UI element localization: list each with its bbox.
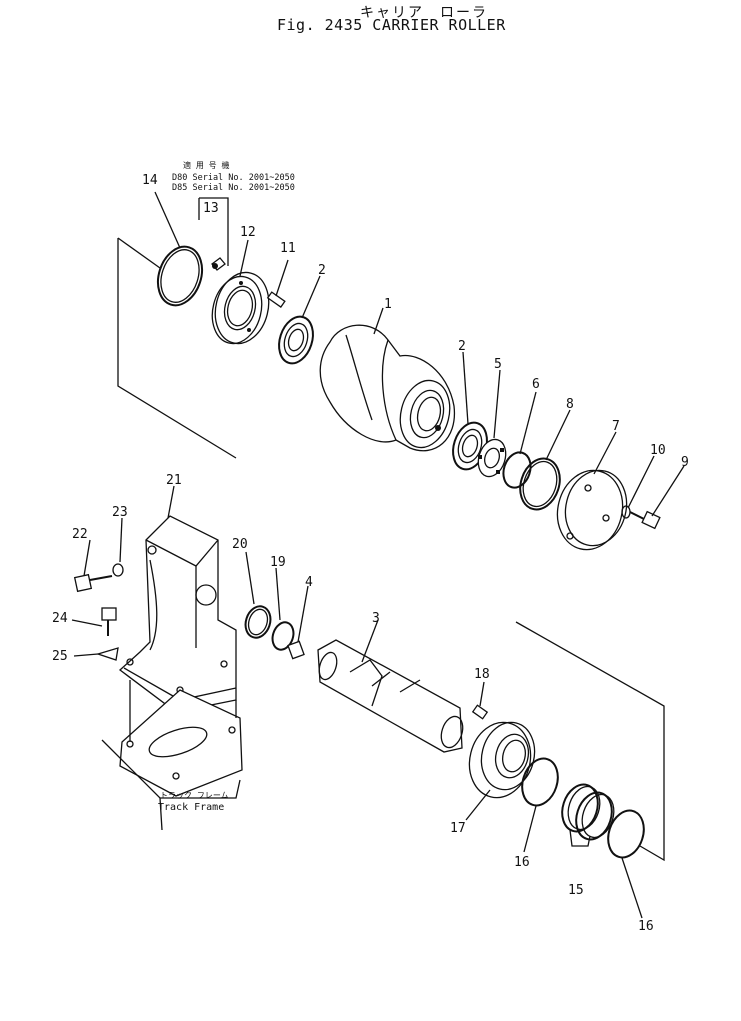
callout-18: 18 (474, 667, 490, 682)
callout-7: 7 (612, 419, 620, 434)
plug-4 (287, 640, 305, 660)
o-ring-6 (502, 451, 532, 489)
bolt-24 (101, 607, 117, 636)
callout-13: 13 (203, 201, 219, 216)
track-frame-label-japanese: トラック フレーム (160, 791, 229, 800)
callout-23: 23 (112, 505, 128, 520)
shaft-3 (317, 639, 464, 753)
callout-14: 14 (142, 173, 158, 188)
callout-10: 10 (650, 443, 666, 458)
end-cover-7 (556, 469, 628, 551)
serial-note-line-d80: D80 Serial No. 2001~2050 (172, 173, 295, 183)
callout-19: 19 (270, 555, 286, 570)
o-ring-19 (271, 621, 295, 651)
track-frame-label: Track Frame (158, 802, 224, 813)
floating-seal-15 (561, 783, 615, 841)
callout-25: 25 (52, 649, 68, 664)
o-ring-16-right (607, 809, 645, 859)
top-group-bracket-top (117, 237, 161, 269)
callout-22: 22 (72, 527, 88, 542)
bottom-group-bracket (515, 621, 665, 862)
callout-11: 11 (280, 241, 296, 256)
washer-25 (95, 647, 119, 661)
callout-8: 8 (566, 397, 574, 412)
o-ring-14 (156, 245, 204, 307)
callout-5: 5 (494, 357, 502, 372)
callout-1: 1 (384, 297, 392, 312)
bearing-2-left (278, 315, 314, 365)
callout-16-right: 16 (638, 919, 654, 934)
ring-20 (244, 605, 272, 639)
pin-18 (471, 704, 489, 720)
o-ring-16-left (521, 757, 559, 807)
diagram-title: Fig. 2435 CARRIER ROLLER (277, 16, 506, 34)
collar-17 (468, 721, 536, 799)
cover-12 (211, 271, 270, 345)
bracket-21 (118, 515, 237, 713)
serial-note: 適 用 号 機 D80 Serial No. 2001~2050 D85 Ser… (172, 160, 295, 193)
leader-lines (71, 191, 685, 919)
callout-2-right: 2 (458, 339, 466, 354)
callout-3: 3 (372, 611, 380, 626)
callout-16-left: 16 (514, 855, 530, 870)
serial-note-heading: 適 用 号 機 (183, 160, 229, 170)
track-frame-leader (101, 739, 241, 799)
washer-23 (112, 563, 124, 577)
callout-13-bracket (199, 197, 229, 266)
bolt-22 (73, 573, 113, 593)
callout-15: 15 (568, 883, 584, 898)
callout-15-bracket (569, 829, 591, 847)
serial-note-line-d85: D85 Serial No. 2001~2050 (172, 183, 295, 193)
diagram-title-japanese: キャリア ローラ (360, 5, 488, 21)
callout-24: 24 (52, 611, 68, 626)
track-frame-plate (119, 680, 243, 797)
roller-1 (319, 324, 456, 452)
pin-11 (266, 291, 286, 308)
o-ring-8 (519, 457, 561, 511)
bolt-9 (629, 510, 661, 530)
callout-4: 4 (305, 575, 313, 590)
callout-21: 21 (166, 473, 182, 488)
callout-20: 20 (232, 537, 248, 552)
callout-17: 17 (450, 821, 466, 836)
callout-2-left: 2 (318, 263, 326, 278)
top-group-bracket (117, 238, 237, 459)
callout-12: 12 (240, 225, 256, 240)
nut-5 (477, 438, 507, 478)
callout-6: 6 (532, 377, 540, 392)
callout-9: 9 (681, 455, 689, 470)
callout-numbers: 1 2 2 3 4 5 6 7 8 9 10 11 12 13 14 15 16… (52, 173, 689, 934)
